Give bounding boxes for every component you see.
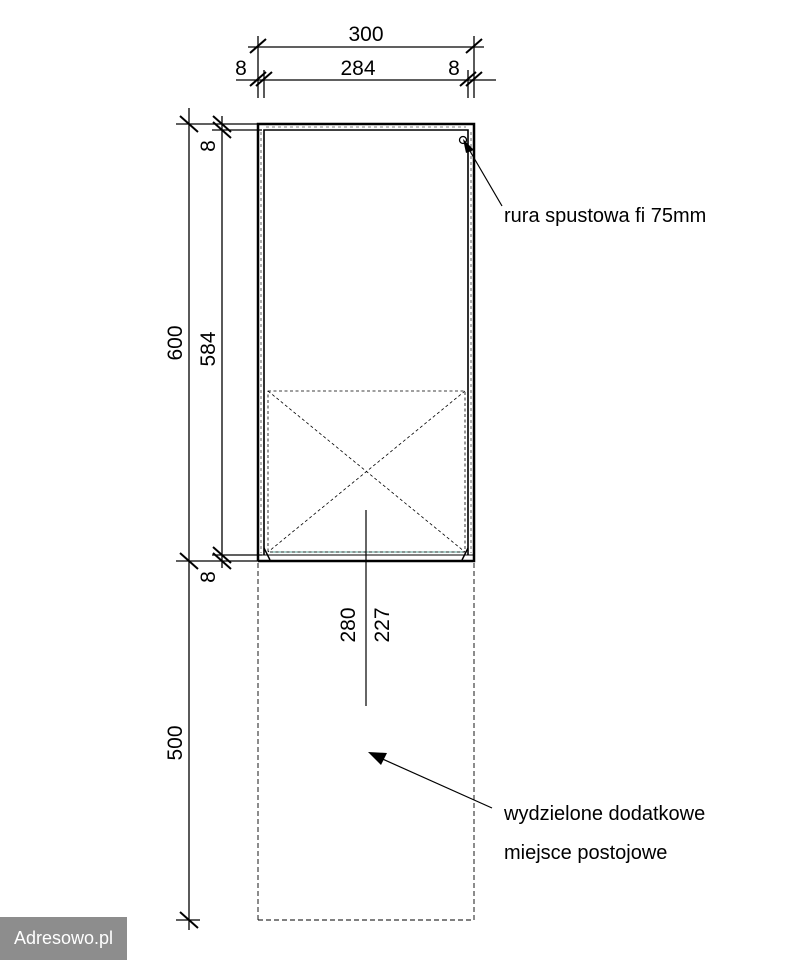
dim-extra-space-length: 500 bbox=[164, 725, 187, 760]
drain-pipe-label: rura spustowa fi 75mm bbox=[504, 205, 706, 227]
dim-top-wall-right: 8 bbox=[448, 57, 460, 80]
dim-door-clear: 227 bbox=[371, 607, 394, 642]
dim-side-wall-top: 8 bbox=[197, 140, 220, 152]
extra-space-label-line2: miejsce postojowe bbox=[504, 842, 667, 864]
garage-walls bbox=[256, 122, 476, 563]
dim-top-inner: 284 bbox=[340, 57, 375, 80]
dim-side-total: 600 bbox=[164, 325, 187, 360]
extra-parking-space bbox=[257, 563, 475, 921]
door-jamb-marks bbox=[263, 547, 469, 561]
dim-side-wall-bottom: 8 bbox=[197, 571, 220, 583]
top-dimension-lines bbox=[236, 36, 496, 98]
side-dimension-lines bbox=[176, 108, 262, 930]
watermark-logo: Adresowo.pl bbox=[0, 917, 127, 960]
dim-top-total: 300 bbox=[348, 23, 383, 46]
dim-door-width: 280 bbox=[337, 607, 360, 642]
dim-top-wall-left: 8 bbox=[235, 57, 247, 80]
extra-space-label-line1: wydzielone dodatkowe bbox=[503, 803, 705, 825]
drain-pipe-leader bbox=[463, 139, 503, 207]
dim-side-inner: 584 bbox=[197, 331, 220, 366]
extra-space-leader bbox=[368, 752, 493, 809]
